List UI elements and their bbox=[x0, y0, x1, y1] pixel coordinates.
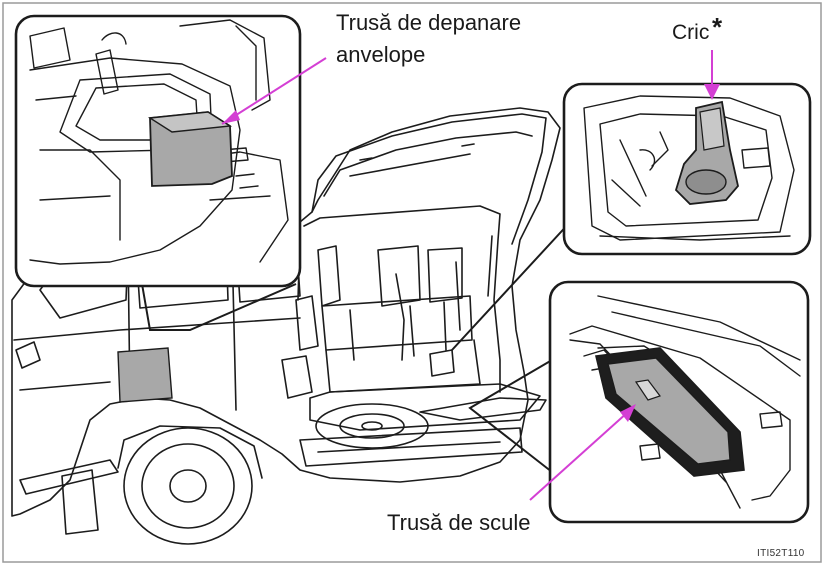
label-jack-asterisk: * bbox=[712, 14, 722, 40]
label-tire-repair-kit-line2: anvelope bbox=[336, 44, 425, 66]
label-tire-repair-kit-line1: Trusă de depanare bbox=[336, 12, 521, 34]
label-jack: Cric bbox=[672, 22, 709, 43]
jack-base bbox=[686, 170, 726, 194]
figure-code: ITI52T110 bbox=[757, 549, 805, 559]
tire-kit-location-marker bbox=[118, 348, 172, 402]
label-tool-kit: Trusă de scule bbox=[387, 512, 530, 534]
jack-screw bbox=[700, 108, 724, 150]
callout-tire-repair-kit bbox=[16, 16, 326, 330]
